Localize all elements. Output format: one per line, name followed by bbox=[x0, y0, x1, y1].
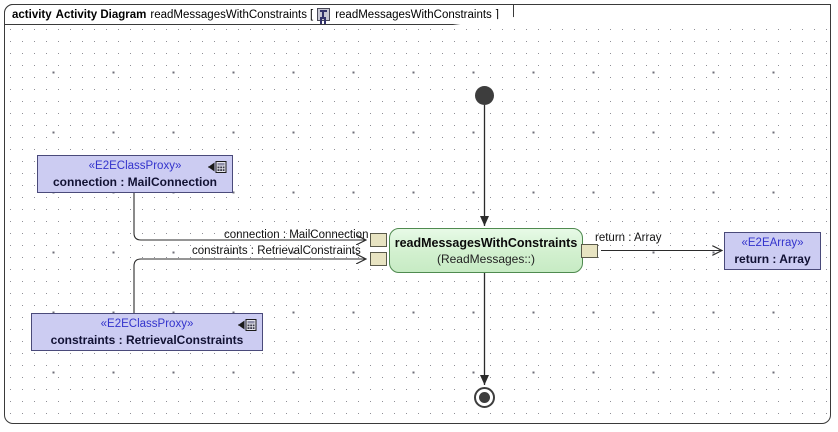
diagram-frame bbox=[4, 4, 831, 424]
output-pin-return[interactable] bbox=[581, 244, 598, 258]
diagram-frame-header[interactable]: activity Activity Diagram readMessagesWi… bbox=[4, 4, 514, 25]
object-node-constraints[interactable]: «E2EClassProxy» constraints : RetrievalC… bbox=[31, 313, 263, 351]
object-node-constraints-stereotype: «E2EClassProxy» bbox=[100, 318, 194, 330]
edge-label-return: return : Array bbox=[595, 232, 662, 244]
object-node-connection[interactable]: «E2EClassProxy» connection : MailConnect… bbox=[37, 155, 233, 193]
input-pin-constraints[interactable] bbox=[370, 252, 387, 266]
frame-qualified-name: readMessagesWithConstraints bbox=[335, 8, 492, 21]
background-grid bbox=[6, 27, 829, 422]
activity-diagram-icon bbox=[317, 8, 331, 21]
object-node-constraints-label: constraints : RetrievalConstraints bbox=[50, 333, 244, 347]
action-node-subtitle: (ReadMessages::) bbox=[436, 251, 536, 266]
input-pin-connection[interactable] bbox=[370, 233, 387, 247]
bracket-open: [ bbox=[310, 8, 314, 21]
frame-name: readMessagesWithConstraints bbox=[150, 8, 307, 21]
initial-node[interactable] bbox=[475, 86, 494, 105]
object-node-return[interactable]: «E2EArray» return : Array bbox=[724, 232, 821, 270]
frame-kind: Activity Diagram bbox=[55, 8, 147, 21]
imported-class-icon bbox=[208, 161, 227, 173]
frame-keyword: activity bbox=[12, 8, 52, 21]
bracket-close: ] bbox=[495, 8, 499, 21]
activity-final-node[interactable] bbox=[474, 387, 495, 408]
action-node-read-messages-with-constraints[interactable]: readMessagesWithConstraints (ReadMessage… bbox=[389, 228, 583, 273]
object-node-return-label: return : Array bbox=[734, 252, 811, 266]
object-node-connection-label: connection : MailConnection bbox=[53, 175, 217, 189]
object-node-return-stereotype: «E2EArray» bbox=[741, 237, 804, 249]
object-node-connection-stereotype: «E2EClassProxy» bbox=[88, 160, 182, 172]
edge-label-connection: connection : MailConnection bbox=[224, 229, 369, 241]
edge-label-constraints: constraints : RetrievalConstraints bbox=[192, 245, 361, 257]
imported-class-icon bbox=[238, 319, 257, 331]
action-node-title: readMessagesWithConstraints bbox=[394, 235, 578, 250]
